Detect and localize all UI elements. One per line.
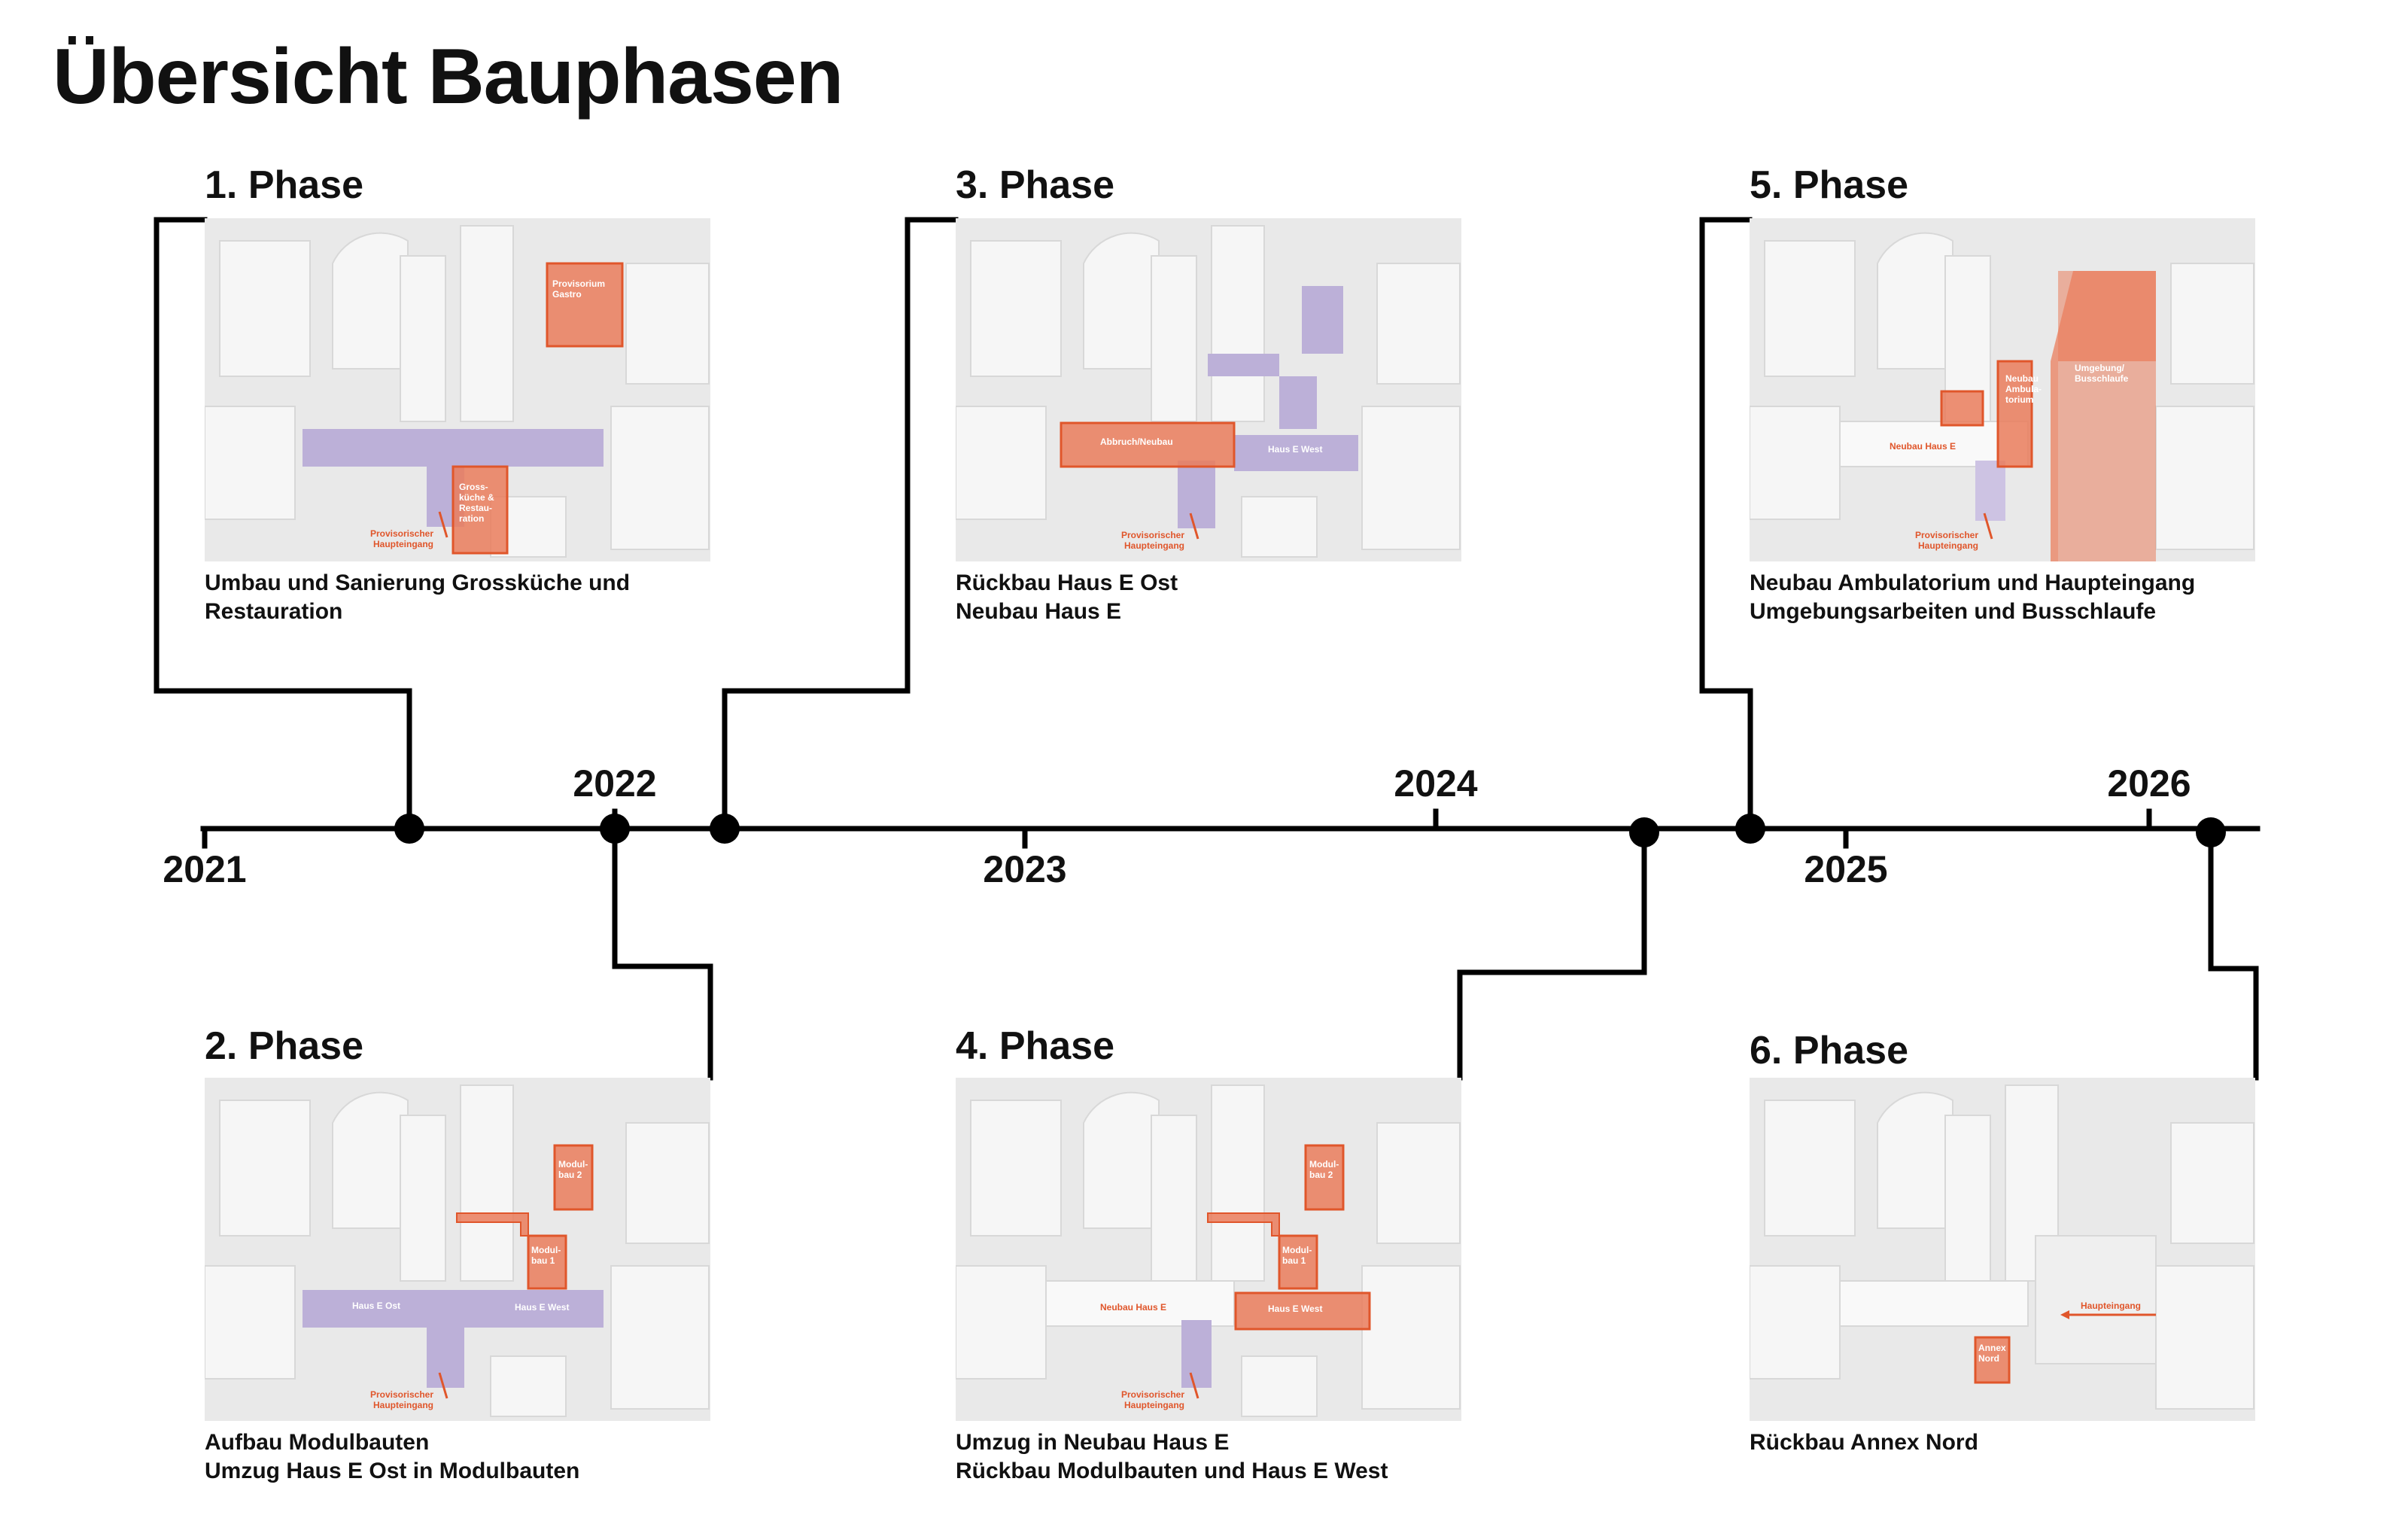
phase-3-caption: Rückbau Haus E Ost Neubau Haus E xyxy=(956,569,1178,626)
page-title: Übersicht Bauphasen xyxy=(53,33,844,120)
milestone-dot-phase-3 xyxy=(710,814,740,844)
label-haus-e-ost: Haus E Ost xyxy=(352,1300,401,1311)
label-modulbau-2: Modul-bau 2 xyxy=(1309,1159,1339,1180)
phase-2-title: 2. Phase xyxy=(205,1024,364,1068)
label-haus-e-west: Haus E West xyxy=(515,1302,570,1313)
phase-4-title: 4. Phase xyxy=(956,1024,1115,1068)
year-label-2026: 2026 xyxy=(2107,762,2191,805)
year-label-2024: 2024 xyxy=(1394,762,1478,805)
phase-4-caption-line-2: Rückbau Modulbauten und Haus E West xyxy=(956,1459,1388,1483)
phase-4-site-plan: Modul-bau 2 Modul-bau 1 Neubau Haus E Ha… xyxy=(956,1078,1461,1421)
milestone-dot-phase-6 xyxy=(2196,817,2226,847)
phase-1-caption: Umbau und Sanierung Grossküche und Resta… xyxy=(205,569,630,626)
connector-phase-3 xyxy=(722,217,959,832)
label-modulbau-1: Modul-bau 1 xyxy=(1282,1245,1312,1266)
label-provisorischer-haupteingang: Provisorischer Haupteingang xyxy=(369,528,433,549)
phase-3-caption-line-1: Rückbau Haus E Ost xyxy=(956,570,1178,595)
label-abbruch-neubau: Abbruch/Neubau xyxy=(1100,437,1173,447)
milestone-dot-phase-4 xyxy=(1629,817,1659,847)
phase-3-caption-line-2: Neubau Haus E xyxy=(956,599,1122,624)
phase-5-title: 5. Phase xyxy=(1750,163,1909,207)
phase-4-caption-line-1: Umzug in Neubau Haus E xyxy=(956,1430,1230,1455)
milestone-dot-phase-1 xyxy=(394,814,424,844)
phase-1-title: 1. Phase xyxy=(205,163,364,207)
label-neubau-haus-e: Neubau Haus E xyxy=(1890,441,1956,452)
phase-2-caption: Aufbau Modulbauten Umzug Haus E Ost in M… xyxy=(205,1428,579,1486)
label-haupteingang: Haupteingang xyxy=(2081,1300,2141,1311)
label-provisorischer-haupteingang: Provisorischer Haupteingang xyxy=(1914,530,1978,551)
phase-2-caption-line-1: Aufbau Modulbauten xyxy=(205,1430,430,1455)
connector-phase-5 xyxy=(1699,217,1753,832)
phase-6-caption: Rückbau Annex Nord xyxy=(1750,1428,1978,1457)
label-provisorium-gastro: Provisorium Gastro xyxy=(552,278,606,300)
phase-6-site-plan: Annex Nord Haupteingang xyxy=(1750,1078,2255,1421)
phase-2-site-plan: Modul-bau 2 Modul-bau 1 Haus E Ost Haus … xyxy=(205,1078,710,1421)
label-annex-nord: Annex Nord xyxy=(1978,1343,2006,1364)
label-umgebung-busschlaufe: Umgebung/ Busschlaufe xyxy=(2075,363,2129,384)
label-modulbau-2: Modul-bau 2 xyxy=(558,1159,588,1180)
label-modulbau-1: Modul-bau 1 xyxy=(531,1245,561,1266)
connector-phase-6 xyxy=(2208,826,2259,1081)
phase-5-site-plan: Neubau Ambula-torium Umgebung/ Busschlau… xyxy=(1750,218,2255,561)
milestone-dot-phase-2 xyxy=(600,814,630,844)
phase-1-caption-line-1: Umbau und Sanierung Grossküche und xyxy=(205,570,631,595)
phase-3-site-plan: Abbruch/Neubau Haus E West Provisorische… xyxy=(956,218,1461,561)
phase-1-caption-line-2: Restauration xyxy=(205,599,343,624)
year-label-2022: 2022 xyxy=(573,762,657,805)
phase-3-title: 3. Phase xyxy=(956,163,1115,207)
label-provisorischer-haupteingang: Provisorischer Haupteingang xyxy=(1120,530,1184,551)
label-haus-e-west: Haus E West xyxy=(1268,1303,1323,1314)
label-neubau-ambulatorium: Neubau Ambula-torium xyxy=(2005,373,2042,405)
label-provisorischer-haupteingang: Provisorischer Haupteingang xyxy=(369,1389,433,1410)
phase-4-caption: Umzug in Neubau Haus E Rückbau Modulbaut… xyxy=(956,1428,1388,1486)
phase-6-title: 6. Phase xyxy=(1750,1029,1909,1072)
phase-6-caption-line-1: Rückbau Annex Nord xyxy=(1750,1430,1978,1455)
label-provisorischer-haupteingang: Provisorischer Haupteingang xyxy=(1120,1389,1184,1410)
label-grosskueche: Gross-küche & Restau-ration xyxy=(459,482,494,524)
label-neubau-haus-e: Neubau Haus E xyxy=(1100,1302,1167,1313)
connector-phase-2 xyxy=(612,826,713,1081)
connector-phase-4 xyxy=(1457,826,1647,1081)
phase-5-caption-line-2: Umgebungsarbeiten und Busschlaufe xyxy=(1750,599,2157,624)
connector-phase-1 xyxy=(154,217,412,832)
phase-1-site-plan: Provisorium Gastro Gross-küche & Restau-… xyxy=(205,218,710,561)
phase-5-caption: Neubau Ambulatorium und Haupteingang Umg… xyxy=(1750,569,2195,626)
label-haus-e-west: Haus E West xyxy=(1268,444,1323,455)
phase-5-caption-line-1: Neubau Ambulatorium und Haupteingang xyxy=(1750,570,2196,595)
year-label-2021: 2021 xyxy=(163,848,247,890)
year-label-2023: 2023 xyxy=(983,848,1067,890)
year-label-2025: 2025 xyxy=(1804,848,1888,890)
phase-2-caption-line-2: Umzug Haus E Ost in Modulbauten xyxy=(205,1459,580,1483)
milestone-dot-phase-5 xyxy=(1735,814,1765,844)
